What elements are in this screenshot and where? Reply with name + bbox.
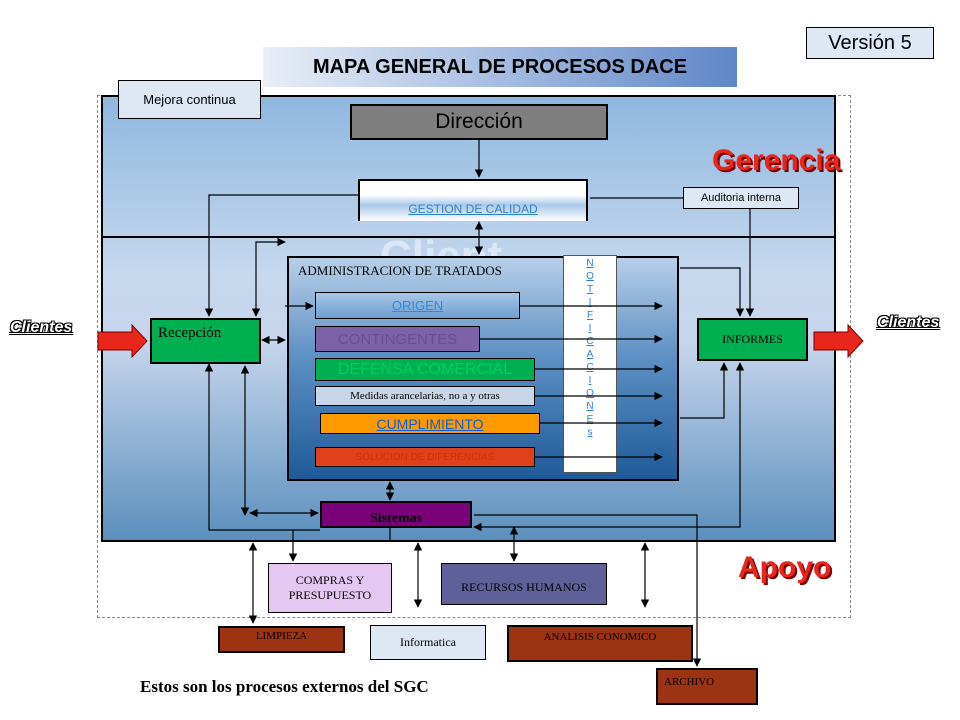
support-zone-label: Apoyo (738, 551, 832, 584)
internal-audit-box: Auditoria interna (683, 187, 799, 209)
quality-management-link[interactable]: GESTION DE CALIDAD (408, 202, 538, 216)
version-badge: Versión 5 (806, 27, 934, 59)
notification-letter[interactable]: C (586, 336, 594, 347)
notification-letter[interactable]: A (586, 349, 594, 360)
management-divider (101, 236, 836, 238)
notification-letter[interactable]: O (586, 388, 594, 399)
treaties-administration-label: ADMINISTRACION DE TRATADOS (298, 263, 502, 278)
purchases-budget-box: COMPRAS Y PRESUPUESTO (268, 563, 392, 613)
reception-box: Recepción (150, 318, 261, 364)
economic-analysis-box: ANALISIS CONOMICO (507, 625, 693, 662)
notification-letter[interactable]: O (586, 271, 594, 282)
footer-note: Estos son los procesos externos del SGC (140, 677, 429, 696)
archive-box: ARCHIVO (656, 668, 758, 705)
management-zone-label: Gerencia (712, 144, 841, 177)
notification-letter[interactable]: I (588, 297, 592, 308)
page-title: MAPA GENERAL DE PROCESOS DACE (263, 47, 737, 87)
notification-letter[interactable]: C (586, 362, 594, 373)
notification-letter[interactable]: E (586, 414, 594, 425)
notification-letter[interactable]: I (588, 323, 592, 334)
notification-letter[interactable]: s (587, 427, 593, 438)
tariff-measures-process: Medidas arancelarias, no a y otras (315, 386, 535, 406)
clients-output-label: Clientes (877, 314, 940, 331)
quotas-process: CONTINGENTES (315, 326, 480, 352)
notification-letter[interactable]: N (586, 401, 594, 412)
origin-link[interactable]: ORIGEN (391, 298, 444, 313)
compliance-process[interactable]: CUMPLIMIENTO (320, 413, 540, 434)
cleaning-box: LIMPIEZA (218, 626, 345, 653)
dispute-resolution-process: SOLUCION DE DIFERENCIAS (315, 447, 535, 467)
continuous-improvement-box: Mejora continua (118, 80, 261, 119)
quality-management-box[interactable]: GESTION DE CALIDAD (358, 179, 588, 221)
notification-letter[interactable]: T (586, 284, 594, 295)
compliance-link[interactable]: CUMPLIMIENTO (376, 415, 484, 432)
notification-letter[interactable]: I (588, 375, 592, 386)
it-box: Informatica (370, 625, 486, 660)
clients-input-label: Clientes (10, 319, 73, 336)
reports-box: INFORMES (697, 318, 808, 361)
human-resources-box: RECURSOS HUMANOS (441, 563, 607, 605)
origin-process[interactable]: ORIGEN (315, 292, 520, 319)
trade-defense-process: DEFENSA COMERCIAL (315, 358, 535, 381)
notification-letter[interactable]: F (586, 310, 594, 321)
direction-box: Dirección (350, 104, 608, 140)
systems-box: Sistemas (320, 501, 472, 528)
notification-letter[interactable]: N (586, 258, 594, 269)
